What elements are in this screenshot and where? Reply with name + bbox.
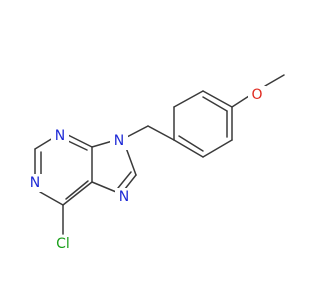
bond-c4-n3	[65, 133, 93, 148]
molecule-diagram: O N N N N Cl	[29, 74, 285, 252]
bond-c6-c5-double	[65, 180, 89, 200]
bond-methyl-o	[264, 74, 285, 87]
bond-ch2-n9	[124, 125, 149, 139]
bond-n1-c6	[39, 191, 64, 206]
bond-ring-ch2	[147, 125, 175, 141]
atom-label-o: O	[251, 87, 262, 103]
bond-ring-double-1	[202, 96, 228, 112]
atom-label-n9: N	[114, 133, 124, 149]
bond-ring-double-2	[178, 135, 204, 152]
bond-n3-c2	[34, 137, 54, 150]
bond-ring-1	[202, 90, 233, 108]
bond-o-ring	[231, 95, 250, 108]
atom-label-n3: N	[55, 128, 65, 144]
bond-ring-2	[173, 90, 204, 108]
bond-c8-n7-double	[117, 171, 132, 189]
bond-c4-n3-double	[65, 139, 88, 151]
atom-label-n1: N	[30, 175, 40, 191]
bond-ring-5	[202, 139, 233, 158]
atom-label-n7: N	[119, 189, 129, 205]
structure-canvas: O N N N N Cl	[29, 74, 285, 252]
atom-label-cl: Cl	[56, 236, 70, 252]
bond-c6-c5	[62, 181, 93, 206]
bond-ring-4	[173, 139, 204, 158]
